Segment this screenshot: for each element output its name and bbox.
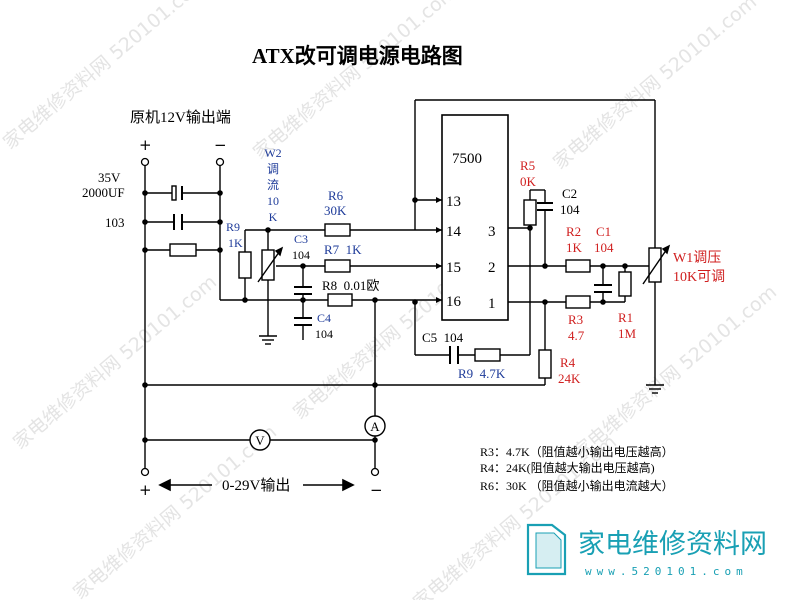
- logo-title: 家电维修资料网: [578, 529, 767, 559]
- chip-7500: [441, 114, 509, 321]
- output-plus-sign: +: [139, 481, 152, 499]
- output-minus-sign: −: [370, 481, 383, 499]
- r8-label: R8 0.01欧: [322, 278, 379, 293]
- c3-name: C3: [294, 232, 308, 246]
- bulk-capacitor-value: 2000UF: [82, 185, 125, 200]
- r9-left-value: 1K: [228, 236, 243, 250]
- capacitor-c3: [294, 286, 312, 295]
- c4-value: 104: [315, 327, 333, 341]
- capacitor-c1: [594, 284, 612, 293]
- resistor-r9-left: [238, 251, 252, 279]
- input-terminals: [140, 157, 380, 477]
- r6-value: 30K: [324, 203, 347, 218]
- watermark-text: 家电维修资料网 520101.com: [69, 421, 281, 600]
- capacitor-103: [173, 214, 183, 230]
- capacitor-c2: [537, 202, 553, 211]
- c1-name: C1: [596, 224, 611, 239]
- logo-url: www.520101.com: [585, 565, 748, 578]
- resistor-r7: [324, 259, 351, 273]
- resistor-r8: [327, 293, 353, 307]
- r1-value: 1M: [618, 326, 637, 341]
- pin-3: 3: [488, 224, 496, 240]
- resistor-r2: [565, 259, 591, 273]
- w2-name: W2: [264, 146, 281, 160]
- output-arrows: [158, 478, 355, 492]
- note-r3: R3：4.7K（阻值越小输出电压越高）: [480, 444, 674, 459]
- note-r4: R4：24K(阻值越大输出电压越高): [480, 460, 655, 475]
- pin-14: 14: [446, 224, 462, 240]
- resistor-r6: [324, 223, 351, 237]
- r7-label: R7 1K: [324, 242, 362, 257]
- w2-label: W2 调 流 10 K: [264, 146, 281, 224]
- site-logo: 家电维修资料网 www.520101.com: [526, 523, 767, 578]
- c4-name: C4: [317, 311, 331, 325]
- c2-value: 104: [560, 202, 580, 217]
- resistor-r5: [523, 199, 537, 226]
- r2-value: 1K: [566, 240, 583, 255]
- r1-name: R1: [618, 310, 633, 325]
- capacitor-c5: [449, 346, 459, 364]
- pin-arrows: [436, 197, 442, 303]
- w2-value-1: 10: [267, 194, 279, 208]
- resistor-r4: [538, 349, 552, 379]
- w1-name: W1调压: [673, 250, 721, 266]
- resistor-r3: [565, 295, 591, 309]
- r5-value: 0K: [520, 174, 537, 189]
- potentiometer-w1: [642, 244, 671, 285]
- w2-char-2: 流: [267, 178, 279, 192]
- ground-symbol-right: [646, 384, 664, 394]
- resistor-left: [169, 243, 197, 257]
- c5-label: C5 104: [422, 330, 464, 345]
- pin-13: 13: [446, 194, 461, 210]
- resistor-r1: [618, 271, 632, 297]
- notes: R3：4.7K（阻值越小输出电压越高） R4：24K(阻值越大输出电压越高) R…: [480, 444, 674, 493]
- c2-name: C2: [562, 186, 577, 201]
- capacitor-c4: [294, 317, 312, 326]
- voltmeter: V: [249, 429, 271, 451]
- output-range-label: 0-29V输出: [222, 477, 290, 494]
- c1-value: 104: [594, 240, 614, 255]
- capacitor-103-label: 103: [105, 215, 125, 230]
- wiring: [144, 99, 656, 472]
- w1-value: 10K可调: [673, 269, 725, 285]
- r9-left-name: R9: [226, 220, 240, 234]
- r3-name: R3: [568, 312, 583, 327]
- ground-symbol: [259, 335, 277, 345]
- diagram-title: ATX改可调电源电路图: [252, 44, 463, 68]
- resistor-r9-bottom: [474, 348, 501, 362]
- watermark-text: 家电维修资料网 520101.com: [0, 0, 211, 154]
- r6-name: R6: [328, 188, 344, 203]
- pin-2: 2: [488, 260, 496, 276]
- r9-bottom-label: R9 4.7K: [458, 366, 506, 381]
- potentiometer-w2: [257, 246, 284, 283]
- source-label: 原机12V输出端: [130, 109, 231, 126]
- watermark-text: 家电维修资料网 520101.com: [249, 0, 461, 164]
- input-minus-sign: −: [214, 136, 227, 154]
- pin-1: 1: [488, 296, 496, 312]
- pin-15: 15: [446, 260, 461, 276]
- r3-value: 4.7: [568, 328, 585, 343]
- pin-16: 16: [446, 294, 462, 310]
- voltmeter-symbol: V: [255, 433, 265, 448]
- r2-name: R2: [566, 224, 581, 239]
- chip-name: 7500: [452, 151, 482, 167]
- ammeter-symbol: A: [370, 419, 380, 434]
- bulk-capacitor: [171, 185, 183, 201]
- c3-value: 104: [292, 248, 310, 262]
- watermark-text: 家电维修资料网 520101.com: [9, 271, 221, 454]
- w2-char-1: 调: [267, 162, 279, 176]
- ammeter: A: [364, 415, 386, 437]
- r5-name: R5: [520, 158, 535, 173]
- chip-pins: 13 14 15 16 3 2 1: [446, 194, 496, 312]
- note-r6: R6：30K （阻值越小输出电流越大）: [480, 478, 674, 493]
- junction-dots: [142, 190, 658, 443]
- bulk-capacitor-voltage: 35V: [98, 170, 121, 185]
- input-plus-sign: +: [139, 136, 152, 154]
- w2-value-2: K: [269, 210, 278, 224]
- r4-value: 24K: [558, 371, 581, 386]
- r4-name: R4: [560, 355, 576, 370]
